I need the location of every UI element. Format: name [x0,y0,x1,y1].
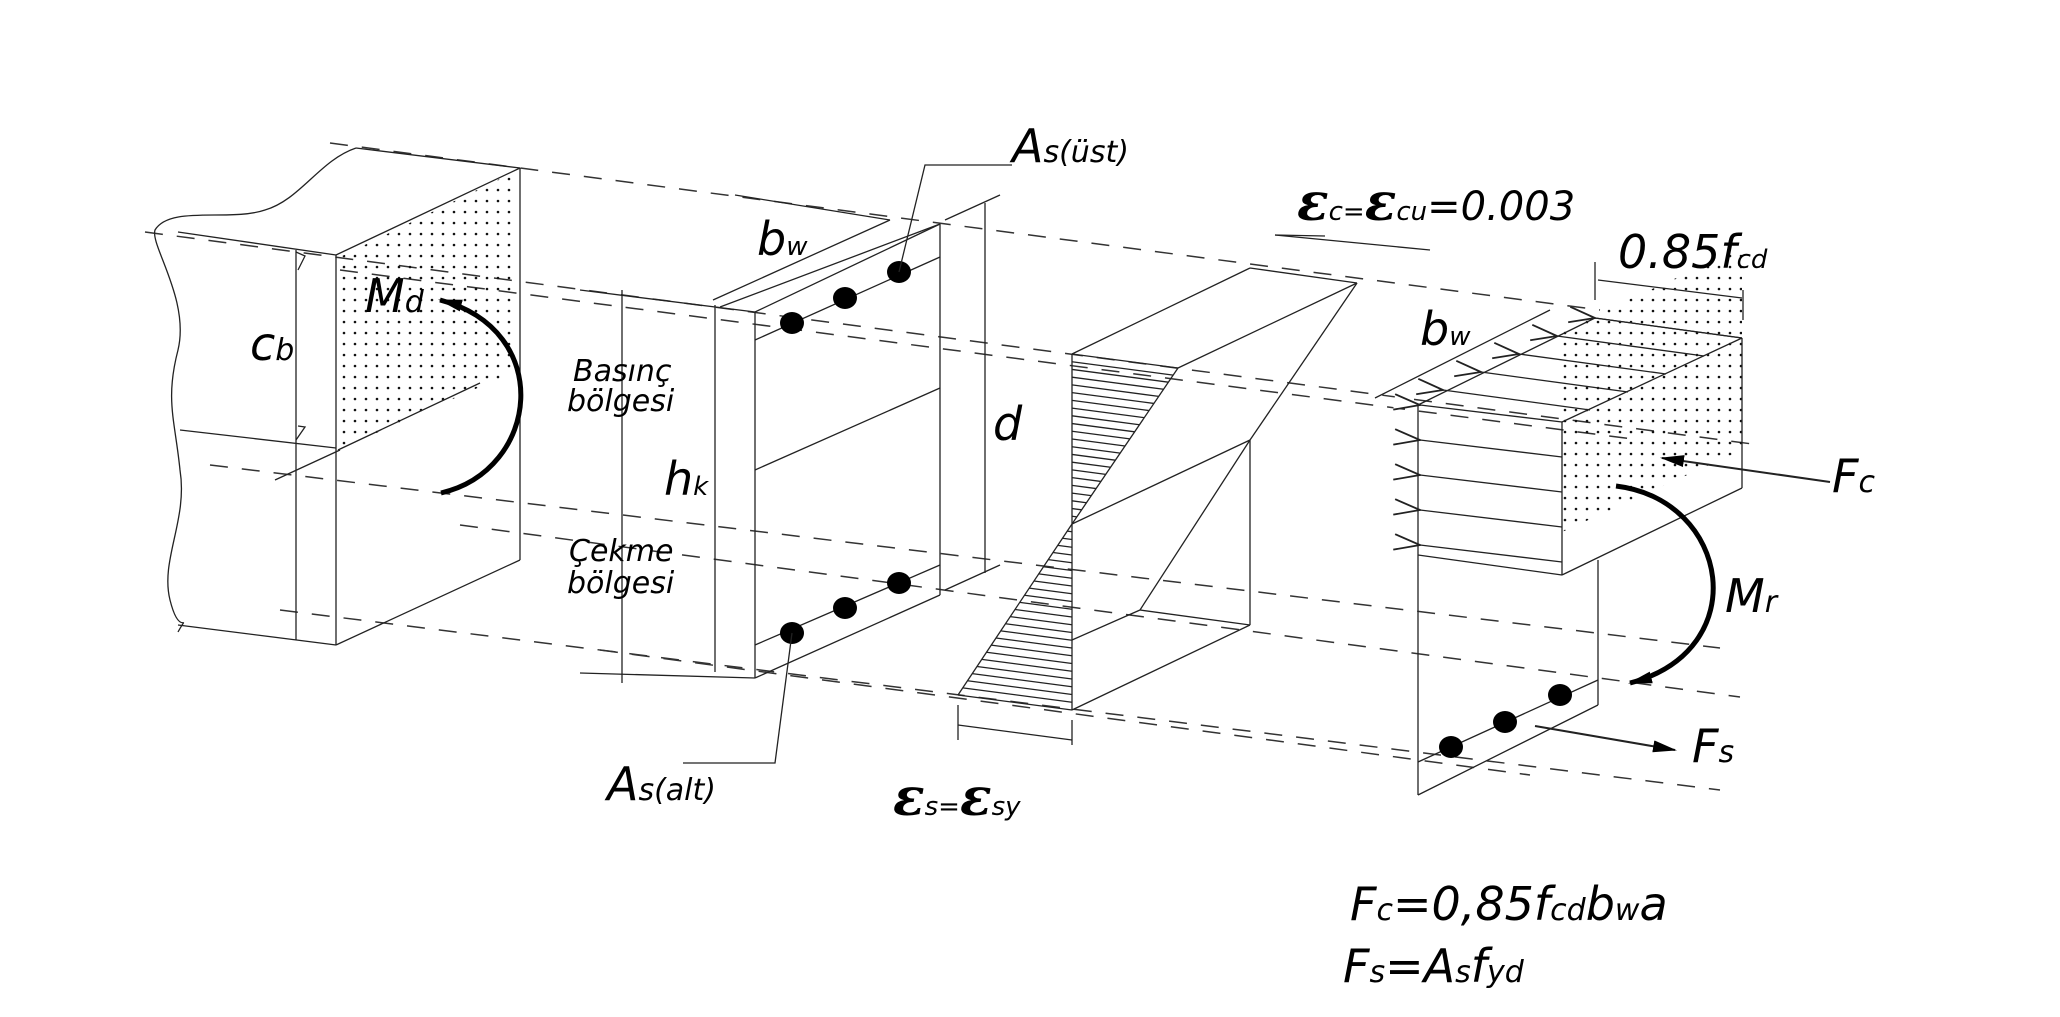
fs-force-arrow [1534,725,1677,753]
hatch-line [1071,438,1126,447]
as-top-leader [898,164,1012,273]
hatch-line [972,672,1073,688]
stress-arrow [1420,545,1563,563]
hatch-line [1043,566,1073,572]
hatch-line [1062,537,1073,541]
hatch-line [1071,492,1092,497]
hatch-line [981,658,1073,672]
strain-diagram [957,234,1431,745]
cb-label: cb [250,317,294,371]
mr-label: Mr [1725,569,1779,623]
stress-arrow [1420,510,1563,528]
hatch-line [1071,484,1097,490]
hatch-line [976,665,1073,680]
bottom-bar [833,597,857,619]
stress-bar [1548,684,1572,706]
as-bottom-label: As(alt) [604,757,716,811]
stress-bar [1493,711,1517,733]
stress-arrows [1420,318,1743,563]
fc-label: Fc [1832,449,1875,503]
stress-arrow [1443,390,1591,411]
tension-zone-label-1: Çekme [569,534,673,569]
hatch-line [1071,430,1130,440]
hatch-line [1010,615,1073,626]
stress-arrow [1420,440,1563,458]
hatch-line [1071,415,1140,426]
hatch-line [1071,515,1077,518]
top-bar [780,312,804,334]
hatch-line [1033,580,1073,587]
hatch-line [1071,391,1154,405]
hatch-line [1024,594,1073,603]
bottom-bar [887,572,911,594]
stress-arrow [1420,405,1563,423]
as-bottom-leader [683,632,793,764]
hatch-line [1005,623,1073,634]
hatch-line [991,644,1073,657]
hatch-line [995,637,1073,649]
hatch-line [1071,507,1082,511]
stress-bar [1439,736,1463,758]
cross-section [579,164,1012,764]
stress-arrow [1557,336,1705,357]
strain-top-label: εc=εcu=0.003 [1297,172,1575,233]
strain-hatch-bottom [962,530,1073,703]
hatch-line [986,651,1073,665]
hatch-line [1071,469,1106,476]
strain-bottom-label: εs=εsy [893,767,1021,828]
top-bar [833,287,857,309]
hatch-line [1071,407,1145,419]
hatch-line [1071,399,1150,412]
hk-label: hk [664,452,709,506]
hatch-line [1071,476,1101,483]
hatch-line [1071,376,1164,390]
md-moment-arrow [438,297,524,496]
hatch-line [1071,422,1135,433]
stress-block-label: 0.85fcd [1618,225,1768,279]
equation-fc: Fc=0,85fcdbwa [1350,877,1668,931]
fc-force-arrow [1660,455,1831,483]
fs-label: Fs [1692,719,1734,773]
hatch-line [1067,530,1073,533]
hatch-line [967,680,1073,696]
compression-zone-label-1: Basınç [573,354,672,389]
hatch-line [1057,544,1073,548]
hatch-line [1019,601,1073,610]
hatch-line [1071,500,1087,504]
hatch-line [1014,608,1073,618]
hatch-line [1038,573,1073,579]
stress-block [1374,248,1744,796]
stress-arrow [1519,354,1667,375]
hatch-line [1071,368,1169,383]
bw-section-label: bw [757,212,808,266]
hatch-line [1071,361,1174,376]
as-top-label: As(üst) [1009,119,1129,173]
hatch-line [1071,461,1111,468]
hatch-line [1000,630,1073,641]
hatch-line [1071,384,1159,398]
strain-hatch-top [1071,361,1174,518]
equation-fs: Fs=Asfyd [1343,939,1525,993]
hatch-line [1071,453,1116,461]
cut-edge [153,147,357,633]
compression-zone-label-2: bölgesi [567,384,675,419]
hatch-line [962,687,1073,703]
bw-stress-label: bw [1420,302,1471,356]
mr-moment-arrow [1615,483,1716,686]
hatch-line [1029,587,1073,595]
hatch-line [1052,551,1073,556]
beam-block [153,147,521,646]
stress-arrow [1420,475,1563,493]
stress-arrow [1595,318,1743,339]
compression-face-hatch [338,170,518,450]
d-label: d [993,397,1023,451]
md-label: Md [365,269,425,323]
hatch-line [1048,558,1073,564]
stress-arrow [1481,372,1629,393]
hatch-line [1071,446,1121,454]
tension-zone-label-2: bölgesi [567,566,675,601]
